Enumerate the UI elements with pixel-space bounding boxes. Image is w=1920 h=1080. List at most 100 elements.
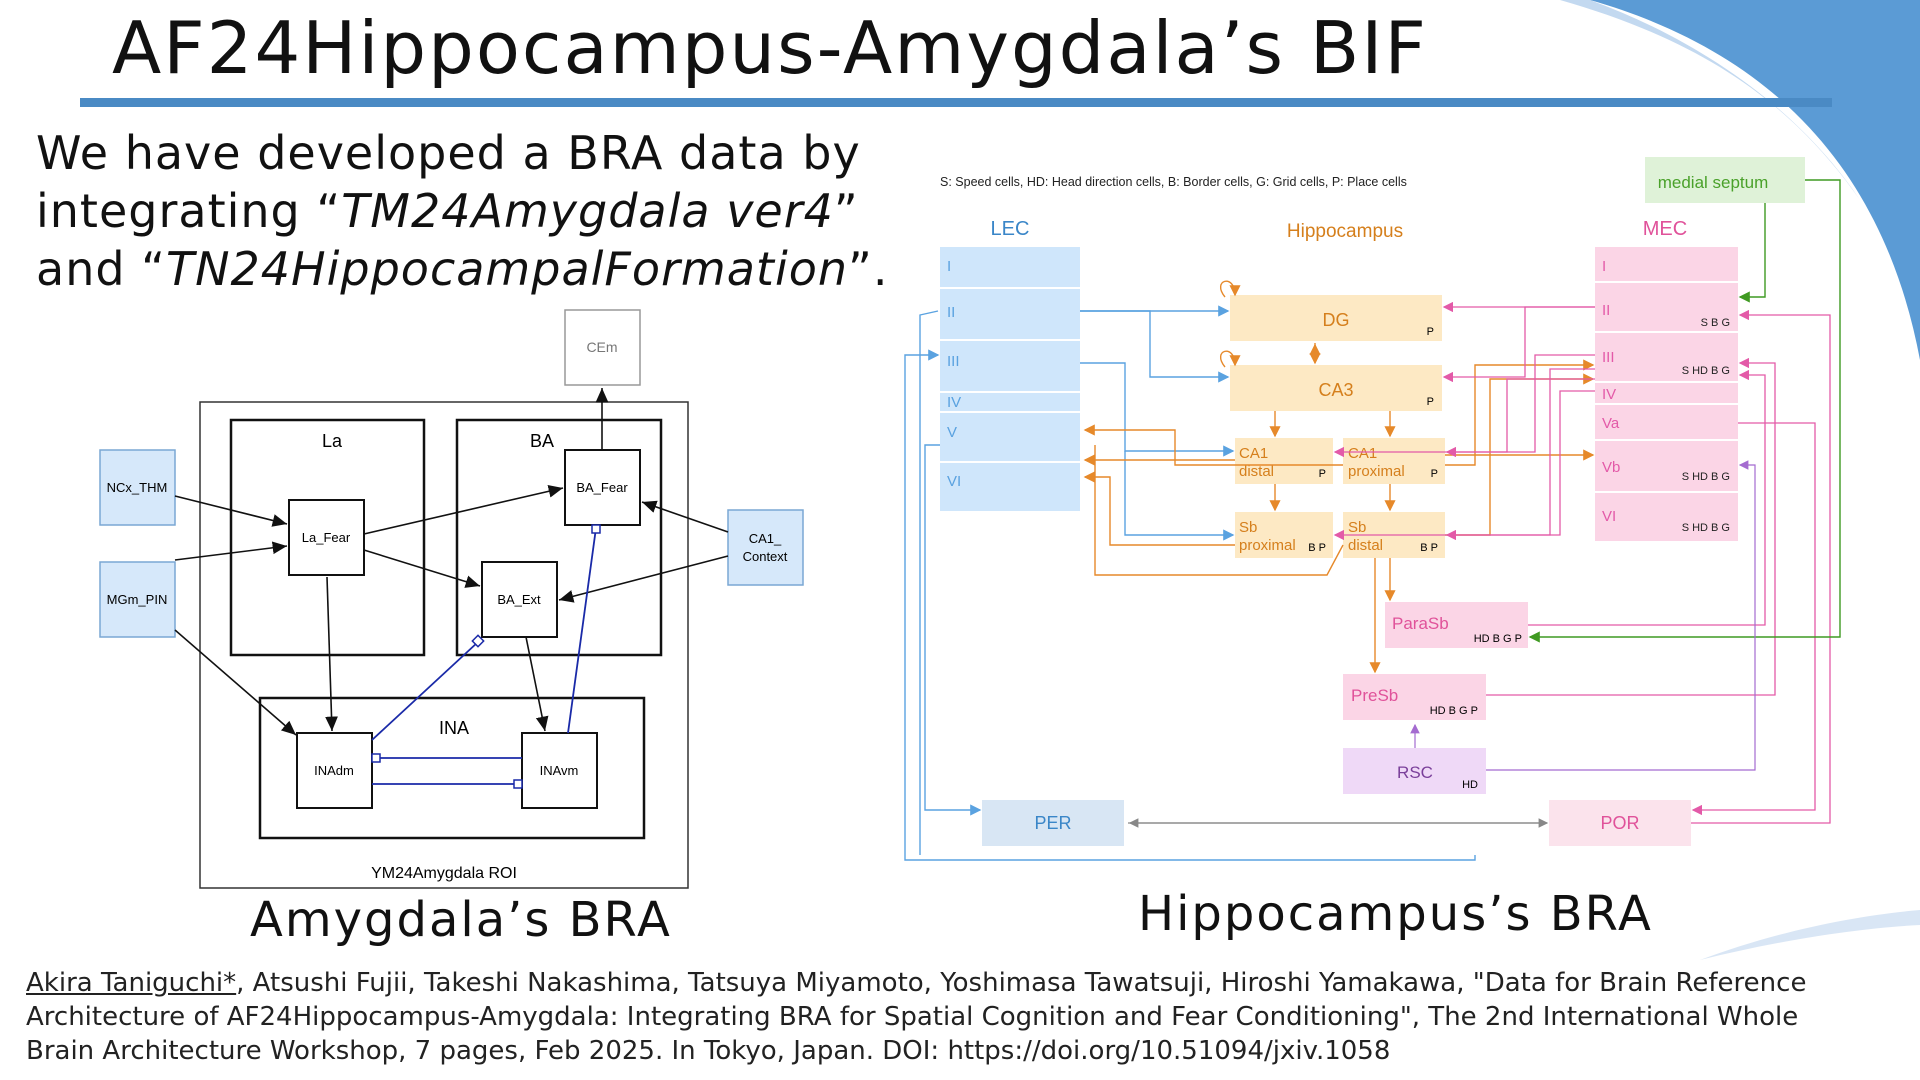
sb-distal-cells: B P	[1420, 542, 1438, 554]
citation-line-3: Brain Architecture Workshop, 7 pages, Fe…	[26, 1036, 1391, 1066]
citation-line-2: Architecture of AF24Hippocampus-Amygdala…	[26, 1002, 1799, 1032]
lec-layer-ii: II	[947, 304, 955, 321]
ca3-label: CA3	[1318, 380, 1353, 400]
parasb-cells: HD B G P	[1474, 633, 1522, 645]
citation-line-1: Akira Taniguchi*, Atsushi Fujii, Takeshi…	[26, 966, 1806, 1000]
ca1-proximal-node	[1343, 438, 1445, 484]
mec-ii-cells: S B G	[1701, 317, 1730, 329]
intro-line-3: and “TN24HippocampalFormation”.	[36, 240, 889, 298]
medial-septum-node	[1645, 157, 1805, 203]
mec-layer-labels: I II III IV Va Vb VI	[1602, 258, 1620, 525]
cem-node	[564, 309, 641, 386]
ca1-proximal-label1: CA1	[1348, 445, 1377, 462]
mec-layer-va: Va	[1602, 415, 1620, 432]
lec-layer-v: V	[947, 424, 957, 441]
inadm-label: INAdm	[314, 763, 354, 778]
sb-proximal-cells: B P	[1308, 542, 1326, 554]
cem-label: CEm	[586, 339, 617, 355]
hippocampus-bra-diagram: S: Speed cells, HD: Head direction cells…	[904, 157, 1841, 861]
amygdala-inhibitory-connections	[371, 527, 597, 785]
amygdala-roi-box	[199, 401, 689, 889]
per-node	[982, 800, 1124, 846]
mgm-pin-label: MGm_PIN	[107, 592, 168, 607]
intro-line-3-prefix: and “	[36, 242, 166, 296]
mec-cell-types: S B G S HD B G S HD B G S HD B G	[1682, 317, 1730, 534]
lec-header: LEC	[991, 218, 1030, 240]
dg-cells: P	[1427, 326, 1434, 338]
parasb-label: ParaSb	[1392, 614, 1449, 633]
inadm-node	[296, 732, 373, 809]
la-fear-label: La_Fear	[302, 530, 351, 545]
ba-ext-node	[481, 561, 558, 638]
intro-line-2-prefix: integrating “	[36, 184, 342, 238]
ca1-proximal-cells: P	[1431, 468, 1438, 480]
mec-layer-iii: III	[1602, 349, 1615, 366]
ina-group-label: INA	[439, 718, 469, 738]
lec-layer-iv: IV	[947, 394, 961, 411]
dg-label: DG	[1323, 310, 1350, 330]
citation-line-1-rest: , Atsushi Fujii, Takeshi Nakashima, Tats…	[236, 968, 1807, 998]
mgm-pin-node	[99, 561, 176, 638]
dg-node	[1230, 295, 1442, 341]
sb-distal-label2: distal	[1348, 537, 1383, 554]
rsc-node	[1343, 748, 1486, 794]
mec-vi-cells: S HD B G	[1682, 522, 1730, 534]
presb-cells: HD B G P	[1430, 705, 1478, 717]
amygdala-bra-diagram: YM24Amygdala ROI La BA INA CEm NCx_THM M…	[99, 309, 804, 889]
per-label: PER	[1034, 813, 1071, 833]
hippocampal-pathways	[1083, 280, 1595, 674]
mec-vb-cells: S HD B G	[1682, 471, 1730, 483]
ca1-context-node	[727, 509, 804, 586]
sb-proximal-label1: Sb	[1239, 519, 1257, 536]
lec-layer-labels: I II III IV V VI	[947, 258, 961, 490]
por-node	[1549, 800, 1691, 846]
ncx-thm-label: NCx_THM	[107, 480, 168, 495]
ba-fear-node	[564, 449, 641, 526]
intro-line-2-suffix: ”	[833, 184, 859, 238]
lec-layer-iii: III	[947, 353, 960, 370]
sb-proximal-label2: proximal	[1239, 537, 1296, 554]
mec-iii-cells: S HD B G	[1682, 365, 1730, 377]
mec-layer-iv: IV	[1602, 386, 1616, 403]
inavm-node	[521, 732, 598, 809]
mec-column	[1595, 247, 1738, 541]
ca1-distal-label2: distal	[1239, 463, 1274, 480]
hippocampus-bra-caption: Hippocampus’s BRA	[1138, 886, 1653, 942]
medial-septum-label: medial septum	[1658, 173, 1769, 192]
ina-group-box	[258, 696, 646, 840]
mec-layer-vb: Vb	[1602, 459, 1620, 476]
inhibitory-terminals	[371, 524, 601, 789]
ba-ext-label: BA_Ext	[497, 592, 541, 607]
intro-line-1: We have developed a BRA data by	[36, 126, 861, 180]
presb-node	[1343, 674, 1486, 720]
lec-pathways	[904, 305, 1476, 861]
septum-pathways	[1528, 179, 1841, 643]
lec-layer-i: I	[947, 258, 951, 275]
ca1-distal-node	[1235, 438, 1333, 484]
amygdala-bra-caption: Amygdala’s BRA	[250, 892, 672, 948]
ca1-context-label-line1: CA1_	[749, 531, 782, 546]
rsc-label: RSC	[1397, 763, 1433, 782]
la-group-label: La	[322, 431, 343, 451]
ba-fear-label: BA_Fear	[576, 480, 628, 495]
ba-group-label: BA	[530, 431, 554, 451]
mec-layer-vi: VI	[1602, 508, 1616, 525]
parasb-node	[1385, 602, 1528, 648]
intro-line-3-suffix: ”.	[848, 242, 889, 296]
ca1-context-label-line2: Context	[743, 549, 788, 564]
intro-line-2: integrating “TM24Amygdala ver4”	[36, 182, 889, 240]
la-group-box	[229, 418, 426, 657]
la-fear-node	[288, 499, 365, 576]
mec-header: MEC	[1643, 218, 1687, 240]
intro-amygdala-model: TM24Amygdala ver4	[341, 184, 834, 238]
ca3-cells: P	[1427, 396, 1434, 408]
cell-type-legend: S: Speed cells, HD: Head direction cells…	[940, 175, 1407, 189]
ca3-node	[1230, 365, 1442, 411]
mec-pathways	[1333, 301, 1831, 824]
rsc-cells: HD	[1462, 779, 1478, 791]
intro-hippocampal-model: TN24HippocampalFormation	[166, 242, 849, 296]
presb-label: PreSb	[1351, 686, 1398, 705]
intro-text: We have developed a BRA data by integrat…	[36, 124, 889, 298]
slide-title: AF24Hippocampus-Amygdala’s BIF	[112, 6, 1428, 90]
